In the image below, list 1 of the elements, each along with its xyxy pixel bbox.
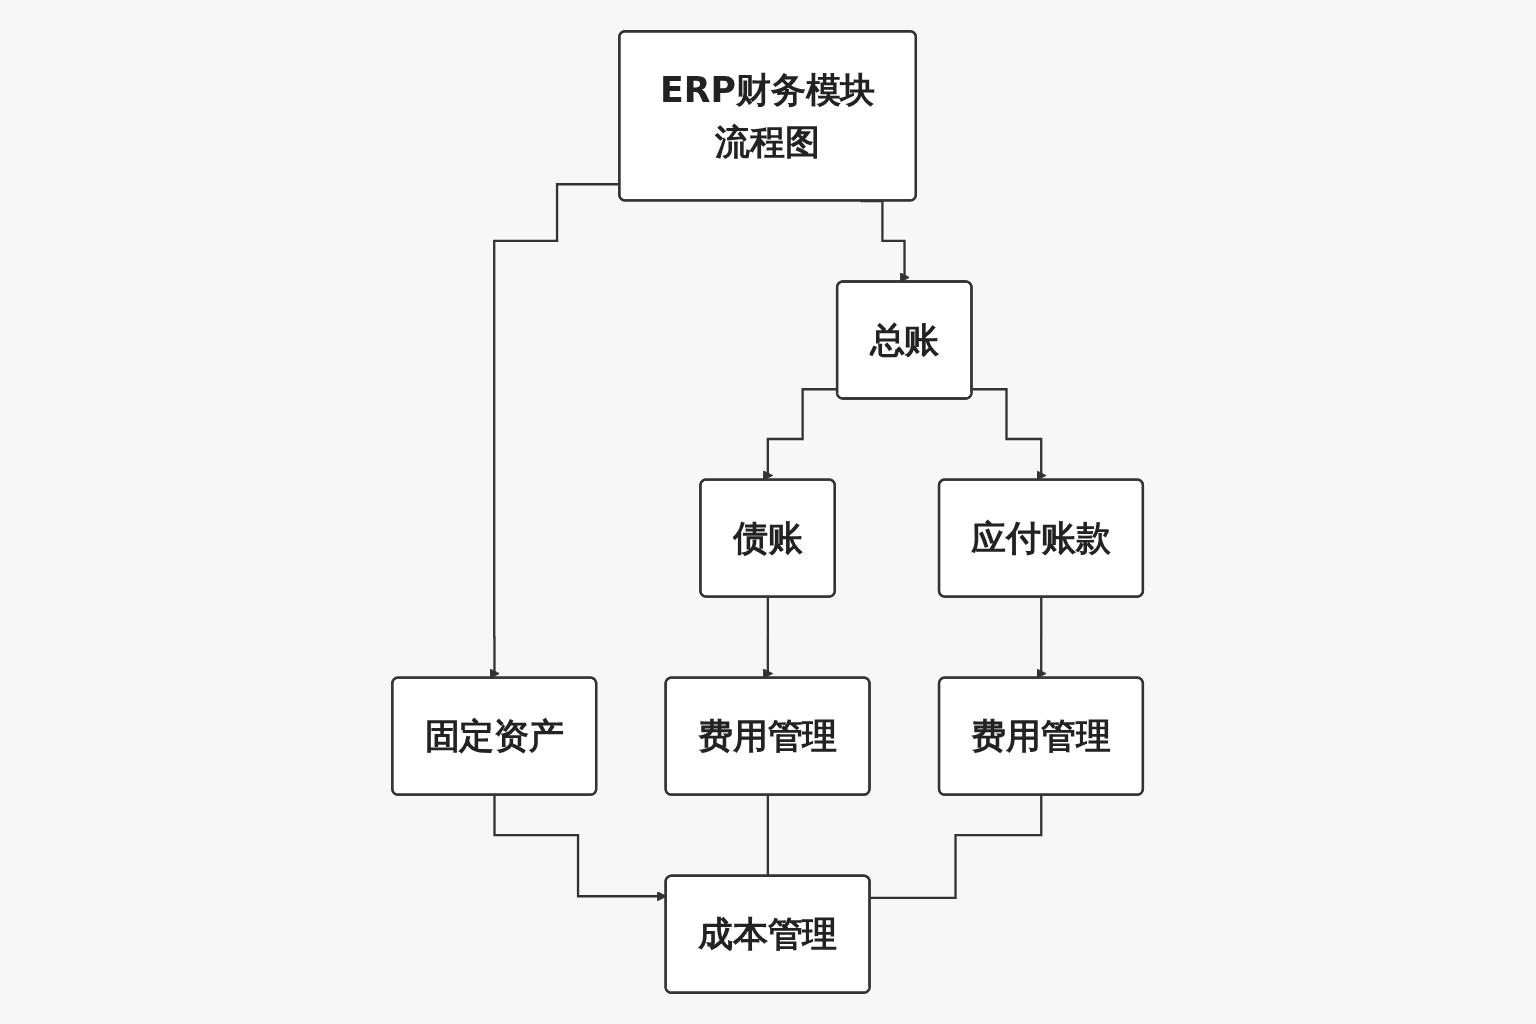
- connector: [870, 794, 1044, 900]
